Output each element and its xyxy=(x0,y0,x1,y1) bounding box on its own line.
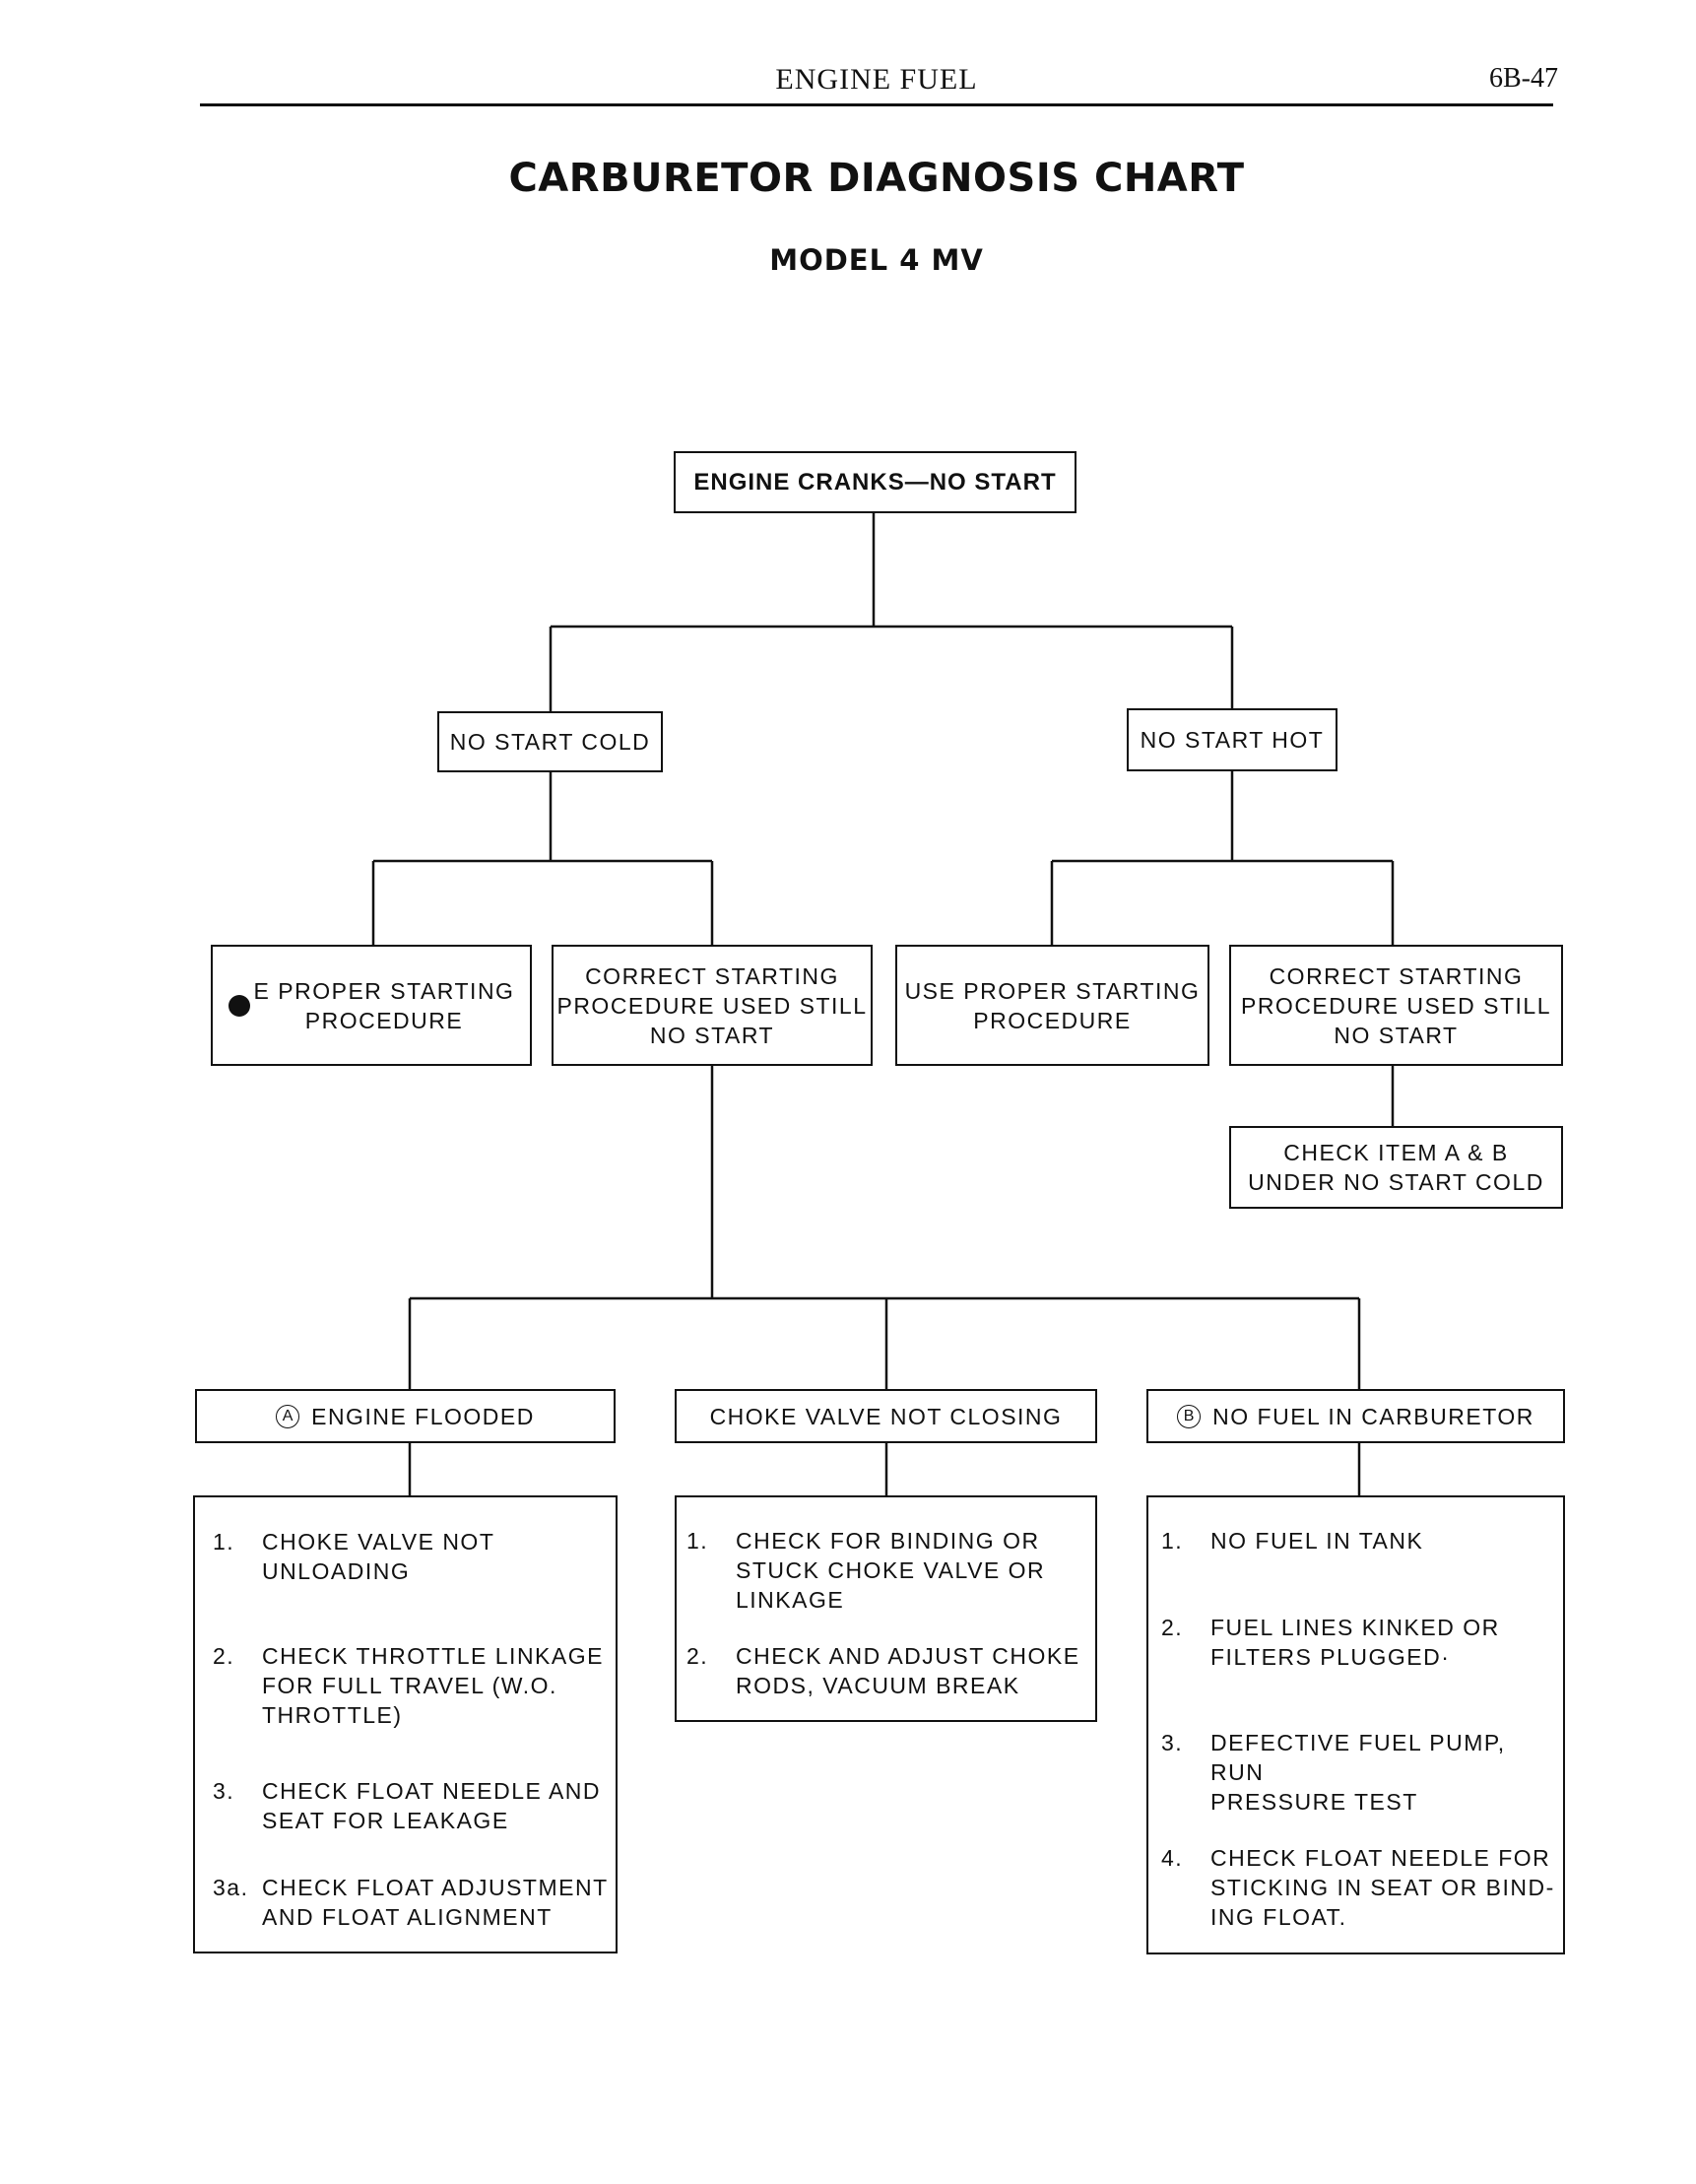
circled-a-marker: A xyxy=(276,1404,300,1428)
root-box-engine-cranks-no-start: ENGINE CRANKS—NO START xyxy=(674,451,1076,513)
chart-title: CARBURETOR DIAGNOSIS CHART xyxy=(508,156,1245,201)
list-choke-valve: 1. CHECK FOR BINDING OR STUCK CHOKE VALVE… xyxy=(675,1495,1097,1722)
list-item-number: 4. xyxy=(1161,1845,1184,1871)
box-no-fuel-in-carburetor: B NO FUEL IN CARBURETOR xyxy=(1146,1389,1565,1443)
box-use-proper-starting-cold: E PROPER STARTING PROCEDURE xyxy=(211,945,532,1066)
box-engine-flooded-label: ENGINE FLOODED xyxy=(311,1403,535,1429)
list-no-fuel: 1. NO FUEL IN TANK 2. FUEL LINES KINKED OR… xyxy=(1146,1495,1565,1954)
list-item-number: 1. xyxy=(1161,1528,1184,1554)
box-engine-flooded: A ENGINE FLOODED xyxy=(195,1389,616,1443)
list-item-text: DEFECTIVE FUEL PUMP, RUN PRESSURE TEST xyxy=(1210,1730,1506,1815)
list-item-number: 2. xyxy=(1161,1615,1184,1640)
list-item: 2. FUEL LINES KINKED OR FILTERS PLUGGED· xyxy=(1161,1613,1500,1672)
list-item-number: 3. xyxy=(213,1778,235,1804)
list-item: 3a. CHECK FLOAT ADJUSTMENT AND FLOAT ALIG… xyxy=(213,1873,609,1932)
list-item-text: CHECK FLOAT NEEDLE AND SEAT FOR LEAKAGE xyxy=(262,1778,602,1833)
ink-blot-mark xyxy=(228,994,250,1017)
box-no-start-hot: NO START HOT xyxy=(1127,708,1337,771)
box-check-item-a-b: CHECK ITEM A & B UNDER NO START COLD xyxy=(1229,1126,1563,1209)
list-engine-flooded: 1. CHOKE VALVE NOT UNLOADING 2. CHECK THRO… xyxy=(193,1495,618,1953)
header-section-title: ENGINE FUEL xyxy=(775,63,978,96)
box-no-fuel-label: NO FUEL IN CARBURETOR xyxy=(1212,1403,1534,1429)
list-item-text: CHECK THROTTLE LINKAGE FOR FULL TRAVEL (… xyxy=(262,1643,604,1728)
list-item-text: CHECK FOR BINDING OR STUCK CHOKE VALVE O… xyxy=(736,1528,1046,1613)
list-item-number: 2. xyxy=(213,1643,235,1669)
list-item: 2. CHECK THROTTLE LINKAGE FOR FULL TRAVEL… xyxy=(213,1641,604,1730)
header-rule xyxy=(200,103,1553,106)
list-item-text: FUEL LINES KINKED OR FILTERS PLUGGED· xyxy=(1210,1615,1500,1670)
list-item-text: CHOKE VALVE NOT UNLOADING xyxy=(262,1529,495,1584)
list-item-text: CHECK FLOAT ADJUSTMENT AND FLOAT ALIGNME… xyxy=(262,1875,609,1930)
list-item-number: 1. xyxy=(686,1528,709,1554)
list-item: 3. CHECK FLOAT NEEDLE AND SEAT FOR LEAKAG… xyxy=(213,1776,601,1835)
list-item: 1. CHECK FOR BINDING OR STUCK CHOKE VALVE… xyxy=(686,1526,1045,1615)
box-choke-valve-not-closing: CHOKE VALVE NOT CLOSING xyxy=(675,1389,1097,1443)
list-item-number: 3a. xyxy=(213,1875,249,1900)
chart-subtitle: MODEL 4 MV xyxy=(769,243,984,277)
box-no-start-cold: NO START COLD xyxy=(437,711,663,772)
circled-b-marker: B xyxy=(1177,1404,1202,1428)
list-item: 2. CHECK AND ADJUST CHOKE RODS, VACUUM BR… xyxy=(686,1641,1080,1700)
box-use-proper-starting-cold-text: E PROPER STARTING PROCEDURE xyxy=(253,977,515,1033)
list-item-text: CHECK AND ADJUST CHOKE RODS, VACUUM BREA… xyxy=(736,1643,1080,1698)
list-item: 3. DEFECTIVE FUEL PUMP, RUN PRESSURE TEST xyxy=(1161,1728,1563,1817)
list-item-number: 2. xyxy=(686,1643,709,1669)
list-item-text: NO FUEL IN TANK xyxy=(1210,1528,1424,1554)
list-item-number: 1. xyxy=(213,1529,235,1555)
list-item-text: CHECK FLOAT NEEDLE FOR STICKING IN SEAT … xyxy=(1210,1845,1555,1930)
list-item: 1. CHOKE VALVE NOT UNLOADING xyxy=(213,1527,494,1586)
box-correct-starting-hot: CORRECT STARTING PROCEDURE USED STILL NO… xyxy=(1229,945,1563,1066)
header-page-number: 6B-47 xyxy=(1489,63,1558,94)
box-use-proper-starting-hot: USE PROPER STARTING PROCEDURE xyxy=(895,945,1209,1066)
list-item: 1. NO FUEL IN TANK xyxy=(1161,1526,1423,1555)
box-correct-starting-cold: CORRECT STARTING PROCEDURE USED STILL NO… xyxy=(552,945,873,1066)
list-item-number: 3. xyxy=(1161,1730,1184,1755)
list-item: 4. CHECK FLOAT NEEDLE FOR STICKING IN SEA… xyxy=(1161,1843,1555,1932)
